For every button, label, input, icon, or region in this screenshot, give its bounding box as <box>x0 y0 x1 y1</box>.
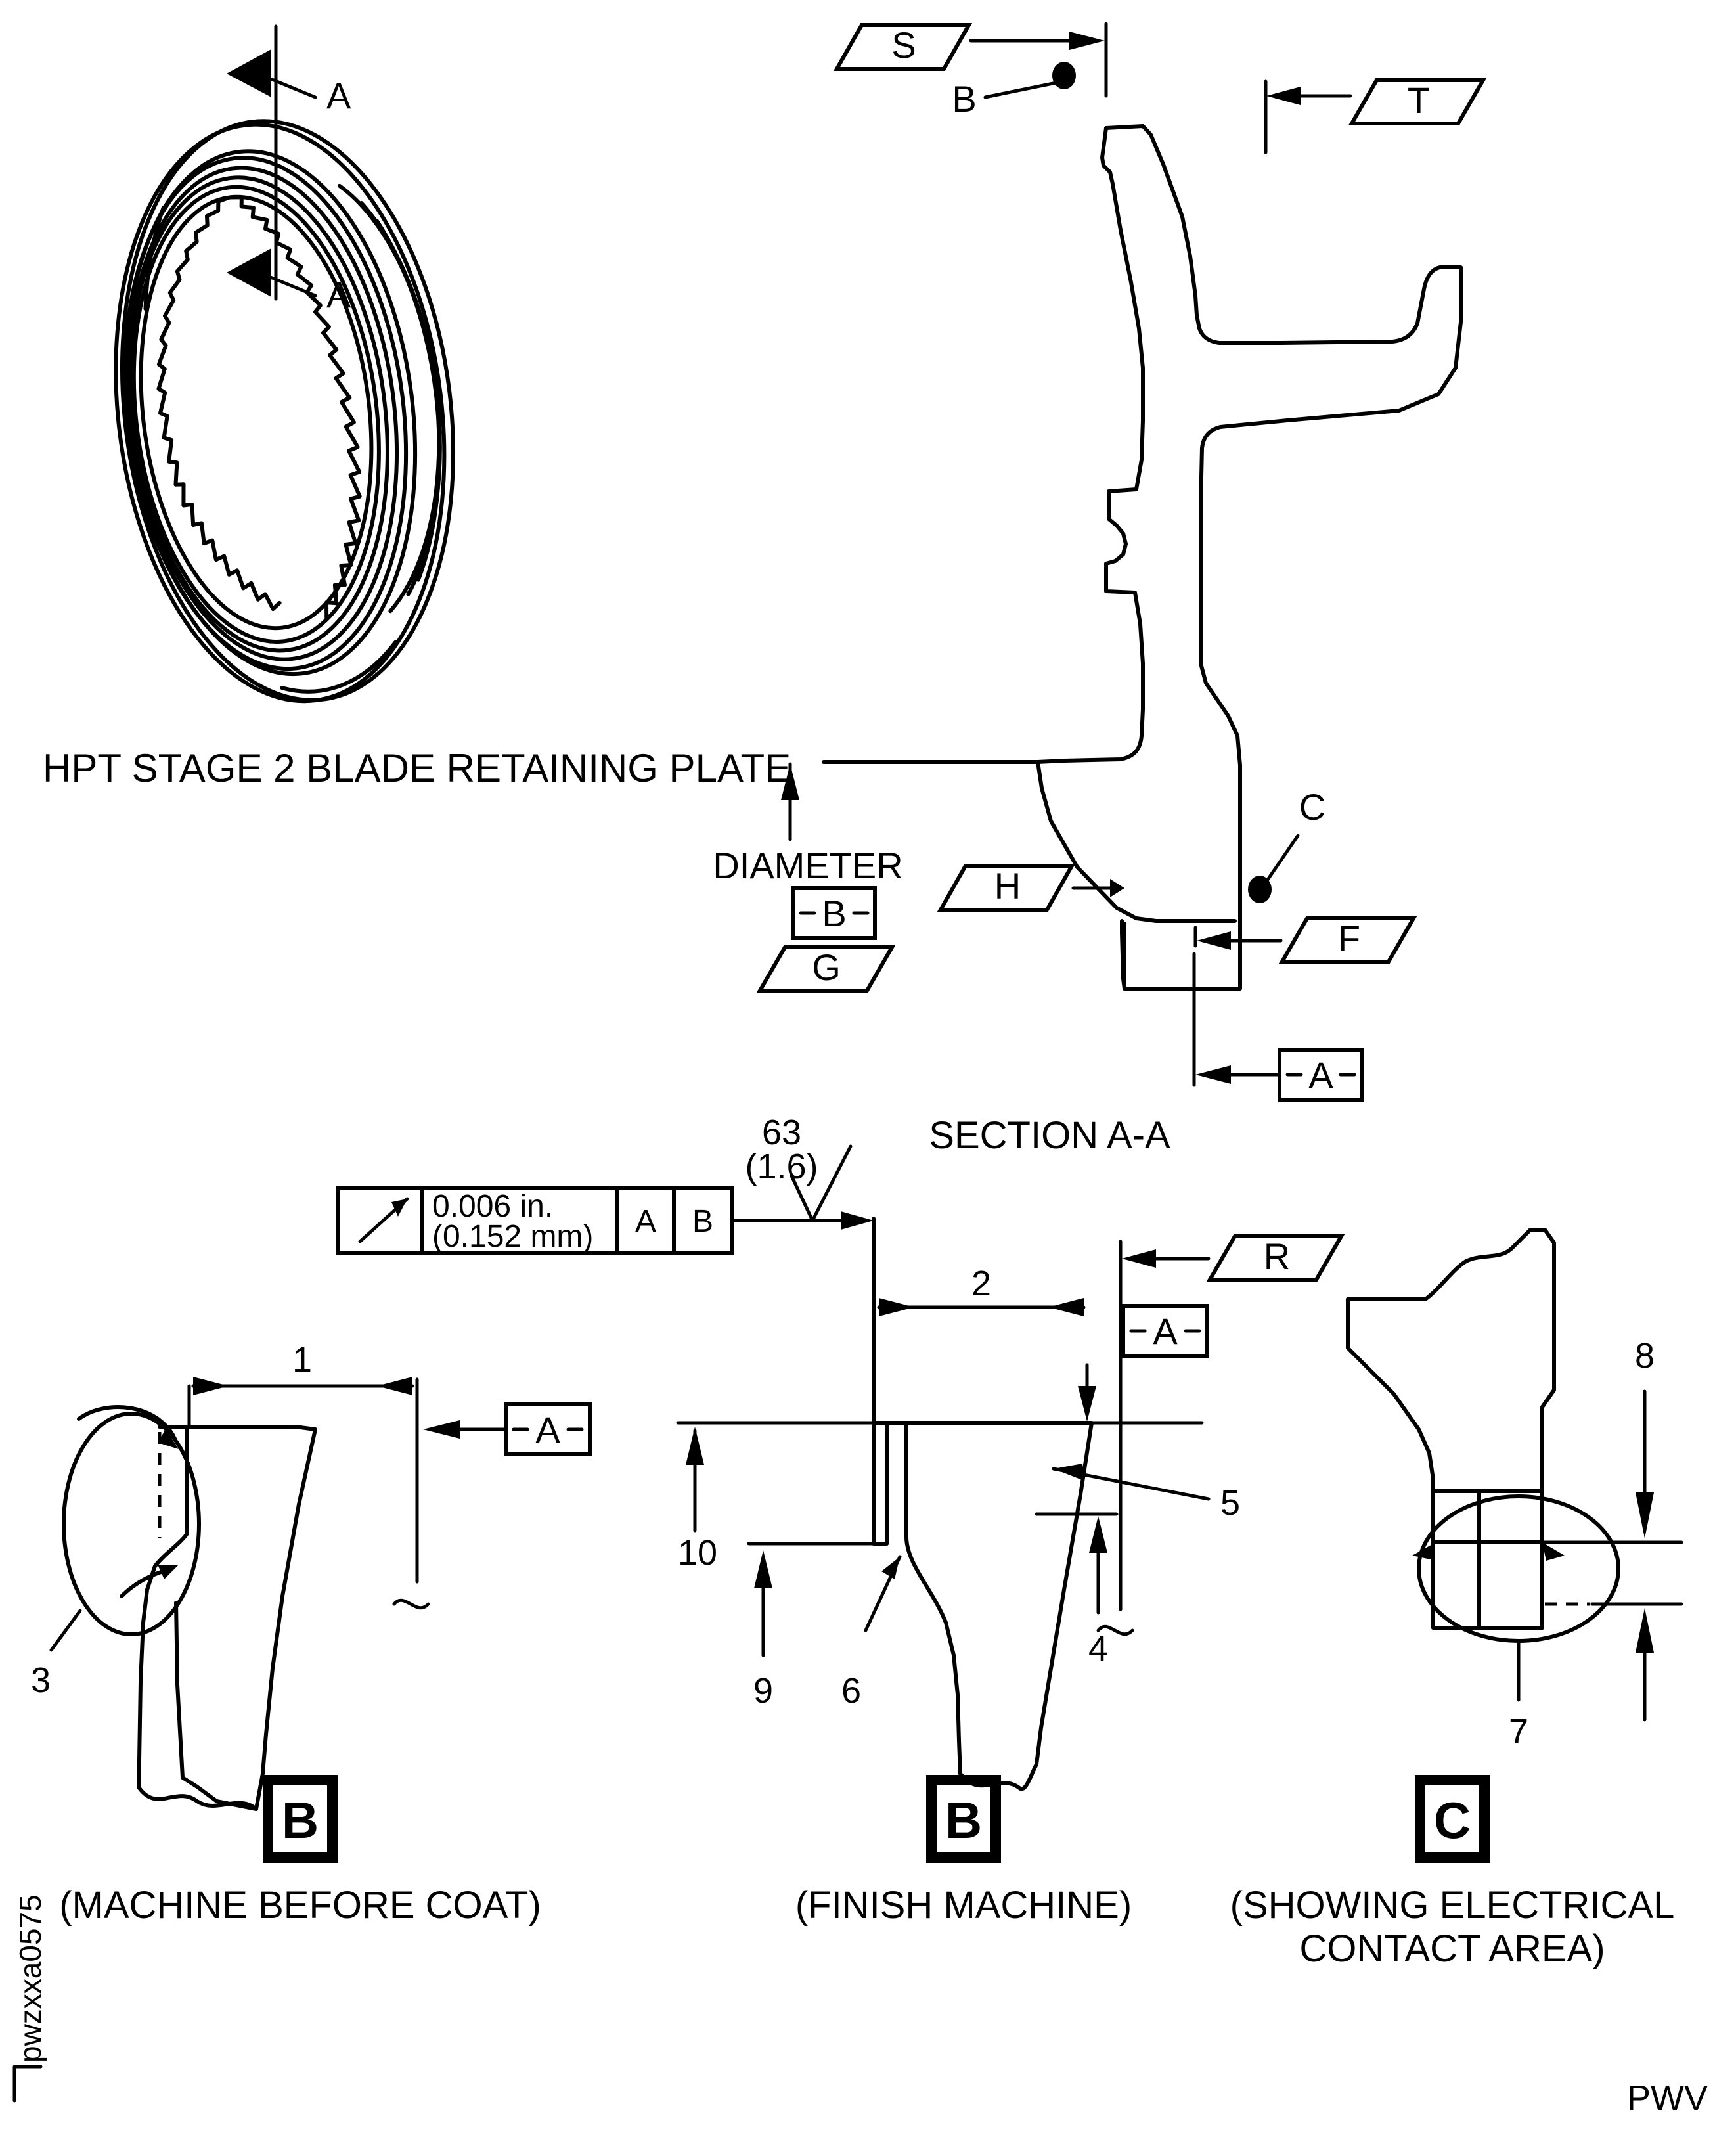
dim-8: 8 <box>1540 1336 1683 1722</box>
surface-finish-roughness-micrometer: (1.6) <box>745 1147 818 1186</box>
datum-a-detail-b2: A <box>1121 1304 1209 1358</box>
callout-3-label: 3 <box>31 1661 51 1700</box>
flag-t-label: T <box>1408 79 1430 121</box>
callout-6: 6 <box>841 1555 902 1711</box>
callout-c: C <box>1248 786 1325 903</box>
section-aa-profile <box>822 124 1463 991</box>
detail-b-before-badge-label: B <box>282 1791 319 1849</box>
circular-runout-symbol <box>358 1197 409 1243</box>
section-caption: SECTION A-A <box>929 1114 1170 1157</box>
flag-g: G <box>756 945 896 993</box>
flag-g-label: G <box>812 947 841 988</box>
section-arrow-bottom-leader <box>265 274 317 298</box>
dim-9: 9 <box>753 1550 773 1711</box>
sheet-side-code: pwzxxa0575 <box>13 1894 47 2063</box>
datum-a-detail-b2-label: A <box>1153 1310 1178 1352</box>
section-arrow-bottom <box>227 248 271 297</box>
datum-b-section-label: B <box>822 893 846 934</box>
datum-a-section: A <box>1195 1048 1364 1102</box>
diameter-label: DIAMETER <box>713 845 902 886</box>
dim-8-label: 8 <box>1635 1336 1655 1376</box>
fcf-datum-secondary: B <box>692 1204 713 1239</box>
diameter-annotation <box>781 762 799 841</box>
flag-r-label: R <box>1264 1236 1290 1277</box>
flag-f-label: F <box>1338 918 1360 959</box>
section-arrow-top <box>227 49 271 97</box>
flag-h: H <box>937 864 1124 912</box>
ring-spline-bore <box>139 194 374 631</box>
detail-b-finish-badge: B <box>926 1775 1001 1863</box>
fcf-tolerance-inch: 0.006 in. <box>432 1189 553 1224</box>
detail-b-before-coat-geometry <box>137 1425 317 1811</box>
dim-1: 1 <box>187 1340 419 1546</box>
section-arrow-bottom-label: A <box>326 274 351 315</box>
break-symbol-b1 <box>392 1598 430 1610</box>
surface-finish-roughness-microinch: 63 <box>762 1113 801 1152</box>
datum-a-detail-b1: A <box>423 1402 592 1456</box>
surface-finish-symbol: 63 (1.6) <box>745 1113 853 1222</box>
callout-c-label: C <box>1299 786 1325 828</box>
section-arrow-top-label: A <box>326 75 351 116</box>
flag-t: T <box>1264 78 1487 154</box>
datum-b-section: B <box>791 886 877 940</box>
detail-b-finish-caption: (FINISH MACHINE) <box>795 1884 1132 1927</box>
flag-f: F <box>1193 916 1417 964</box>
flag-s: S <box>833 22 1108 98</box>
detail-b-before-badge: B <box>263 1775 338 1863</box>
callout-7: 7 <box>1412 1494 1620 1751</box>
detail-c-badge-label: C <box>1434 1791 1471 1849</box>
detail-b-finish-geometry <box>676 1217 1204 1791</box>
datum-a-detail-b1-label: A <box>535 1409 560 1450</box>
callout-5-label: 5 <box>1220 1483 1240 1523</box>
callout-b-label: B <box>952 78 976 120</box>
sheet-corner-code: PWV <box>1627 2078 1708 2118</box>
fcf-tolerance-mm: (0.152 mm) <box>432 1219 593 1254</box>
flag-r: R <box>1122 1234 1345 1282</box>
dim-9-label: 9 <box>753 1671 773 1711</box>
page-title: HPT STAGE 2 BLADE RETAINING PLATE <box>43 746 791 790</box>
isometric-ring-view <box>114 24 456 704</box>
datum-a-section-label: A <box>1308 1054 1333 1096</box>
detail-c-caption-line2: CONTACT AREA) <box>1299 1927 1605 1970</box>
callout-3: 3 <box>31 1405 201 1700</box>
break-symbol-b2 <box>1096 1624 1134 1636</box>
detail-b-before-caption: (MACHINE BEFORE COAT) <box>59 1884 541 1927</box>
detail-c-geometry <box>1346 1228 1556 1630</box>
dim-10: 10 <box>678 1427 717 1573</box>
thickness-arrow-top <box>1078 1363 1096 1422</box>
dim-2: 2 <box>877 1264 1086 1316</box>
section-arrow-top-leader <box>265 76 317 99</box>
feature-control-frame: 0.006 in. (0.152 mm) A B <box>336 1186 874 1255</box>
dim-10-label: 10 <box>678 1533 717 1573</box>
dim-1-label: 1 <box>292 1340 312 1379</box>
callout-5: 5 <box>1052 1464 1240 1523</box>
detail-c-badge: C <box>1415 1775 1490 1863</box>
fcf-datum-primary: A <box>635 1204 656 1239</box>
detail-c-caption-line1: (SHOWING ELECTRICAL <box>1230 1884 1675 1927</box>
callout-6-label: 6 <box>841 1671 861 1711</box>
callout-b: B <box>952 62 1076 120</box>
detail-b-finish-badge-label: B <box>945 1791 982 1849</box>
dim-4-label: 4 <box>1088 1629 1108 1668</box>
flag-s-label: S <box>891 24 916 66</box>
dim-4: 4 <box>1088 1516 1108 1668</box>
callout-7-label: 7 <box>1509 1712 1528 1751</box>
corner-registration-mark <box>12 2065 43 2103</box>
dim-2-label: 2 <box>971 1264 991 1303</box>
flag-h-label: H <box>994 865 1021 907</box>
